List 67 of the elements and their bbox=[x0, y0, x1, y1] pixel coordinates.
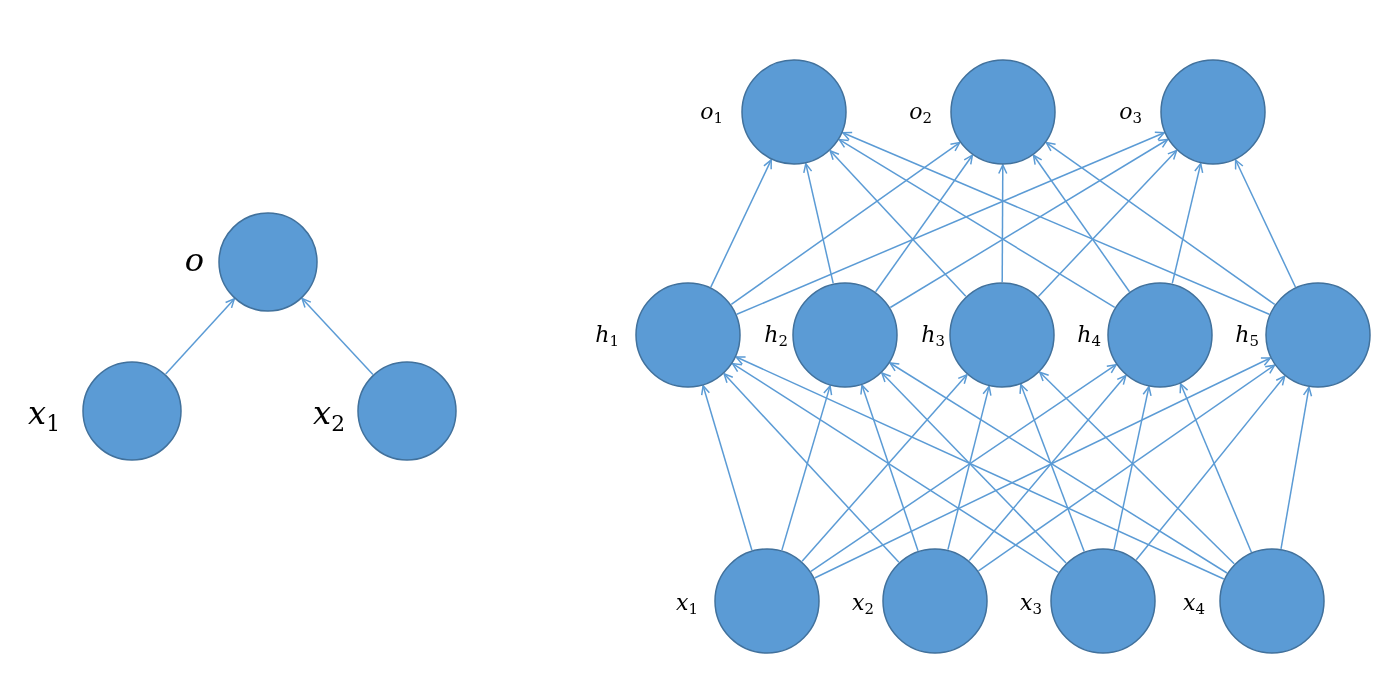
variable-label: x$_{2}$ bbox=[852, 592, 874, 614]
arrow bbox=[735, 356, 1225, 580]
neuron-circle bbox=[741, 59, 847, 165]
variable-label: h$_{4}$ bbox=[1077, 324, 1101, 346]
arrow bbox=[860, 384, 919, 552]
arrow bbox=[881, 372, 1067, 564]
arrow bbox=[700, 385, 753, 551]
variable-label: x$_{2}$ bbox=[313, 397, 345, 429]
arrow bbox=[723, 373, 900, 563]
arrow bbox=[842, 131, 1270, 315]
variable-label: h$_{2}$ bbox=[764, 324, 788, 346]
arrow bbox=[301, 297, 374, 376]
arrow bbox=[889, 362, 1228, 574]
arrow bbox=[1280, 386, 1313, 550]
variable-label: o$_{3}$ bbox=[1119, 101, 1142, 123]
arrow bbox=[829, 150, 967, 297]
arrow bbox=[730, 141, 961, 306]
variable-label: x$_{3}$ bbox=[1020, 592, 1042, 614]
arrow bbox=[1039, 371, 1235, 565]
neuron-circle bbox=[949, 282, 1055, 388]
arrow bbox=[801, 373, 968, 563]
arrow bbox=[1179, 383, 1253, 553]
variable-label: h$_{3}$ bbox=[921, 324, 945, 346]
neuron-circle bbox=[1265, 282, 1371, 388]
arrow bbox=[710, 159, 772, 288]
arrow bbox=[1135, 375, 1286, 561]
neuron-circle bbox=[882, 548, 988, 654]
neuron-circle bbox=[1219, 548, 1325, 654]
neuron-circle bbox=[357, 361, 457, 461]
arrow bbox=[1032, 154, 1131, 293]
variable-label: x$_{1}$ bbox=[676, 592, 698, 614]
neuron-circle bbox=[218, 212, 318, 312]
neuron-circle bbox=[1050, 548, 1156, 654]
arrow bbox=[874, 154, 974, 293]
arrow bbox=[1019, 383, 1085, 553]
neuron-circle bbox=[714, 548, 820, 654]
arrow bbox=[1045, 141, 1276, 306]
arrow bbox=[998, 164, 1008, 283]
arrow bbox=[1113, 386, 1152, 550]
arrow bbox=[1037, 149, 1178, 298]
arrow bbox=[164, 298, 236, 375]
neuron-circle bbox=[1107, 282, 1213, 388]
variable-label: o$_{1}$ bbox=[700, 101, 723, 123]
arrow bbox=[889, 138, 1169, 309]
variable-label: h$_{5}$ bbox=[1235, 324, 1259, 346]
arrow bbox=[1234, 159, 1297, 288]
arrow bbox=[803, 162, 834, 285]
variable-label: x$_{4}$ bbox=[1183, 592, 1205, 614]
neuron-circle bbox=[82, 361, 182, 461]
arrow bbox=[810, 363, 1117, 573]
arrow bbox=[977, 364, 1276, 572]
arrow bbox=[947, 385, 992, 551]
variable-label: x$_{1}$ bbox=[28, 397, 60, 429]
arrow bbox=[838, 138, 1116, 309]
arrow bbox=[731, 362, 1060, 574]
arrow bbox=[1171, 162, 1204, 285]
arrow bbox=[968, 374, 1127, 562]
variable-label: o bbox=[184, 244, 204, 276]
neuron-circle bbox=[950, 59, 1056, 165]
variable-label: o$_{2}$ bbox=[909, 101, 932, 123]
neuron-circle bbox=[792, 282, 898, 388]
arrow bbox=[736, 131, 1165, 316]
neuron-circle bbox=[635, 282, 741, 388]
arrow bbox=[781, 385, 833, 551]
variable-label: h$_{1}$ bbox=[595, 324, 619, 346]
neuron-circle bbox=[1160, 59, 1266, 165]
arrow bbox=[813, 357, 1272, 579]
